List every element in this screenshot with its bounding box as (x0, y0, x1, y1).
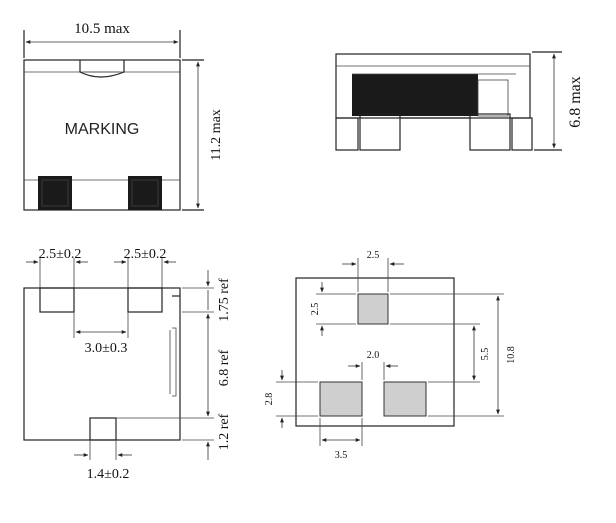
bottom-view-pad-left (39, 287, 75, 313)
side-view: 6.8 max (335, 51, 584, 151)
land-pad-bottom-right (383, 381, 427, 417)
land-bottom-pad-height-label: 2.8 (264, 393, 275, 406)
side-view-terminal-2 (359, 113, 401, 151)
pad-spacing-label: 3.0±0.3 (85, 341, 128, 356)
bottom-view-body (23, 287, 181, 441)
land-total-height-label: 10.8 (506, 346, 517, 364)
land-bottom-pad-width-label: 3.5 (335, 450, 348, 461)
top-view-body (23, 59, 181, 211)
land-vertical-span-label: 5.5 (480, 348, 491, 361)
center-pad-width-label: 1.4±0.2 (87, 467, 130, 482)
bottom-view: 2.5±0.2 2.5±0.2 3.0±0.3 1.4±0.2 (23, 247, 232, 482)
top-view: 10.5 max MARKING 11.2 max (23, 21, 224, 211)
top-ref-label: 1.75 ref (217, 278, 232, 322)
pad-left-width-label: 2.5±0.2 (39, 247, 82, 262)
land-pattern-outline (295, 277, 455, 427)
bottom-view-pad-right (127, 287, 163, 313)
side-view-height-label: 6.8 max (567, 76, 584, 128)
land-top-pad-height-label: 2.5 (310, 303, 321, 316)
top-view-height-label: 11.2 max (209, 109, 224, 161)
top-view-width-label: 10.5 max (74, 21, 130, 37)
side-view-terminal-3 (469, 113, 511, 151)
land-pattern: 2.5 2.5 2.0 5.5 10.8 2.8 3.5 (264, 250, 517, 461)
land-pad-top (357, 293, 389, 325)
land-pad-gap-label: 2.0 (367, 350, 380, 361)
side-view-terminal-1 (335, 117, 359, 151)
side-view-terminal-4 (511, 117, 533, 151)
land-top-pad-width-label: 2.5 (367, 250, 380, 261)
top-view-terminal-left (38, 176, 72, 210)
top-view-terminal-right (128, 176, 162, 210)
bottom-view-pad-center (89, 417, 117, 441)
marking-label: MARKING (65, 121, 140, 138)
side-view-winding (352, 74, 478, 116)
pad-right-width-label: 2.5±0.2 (124, 247, 167, 262)
land-pad-bottom-left (319, 381, 363, 417)
bottom-ref-label: 1.2 ref (217, 413, 232, 450)
mid-ref-label: 6.8 ref (217, 349, 232, 386)
